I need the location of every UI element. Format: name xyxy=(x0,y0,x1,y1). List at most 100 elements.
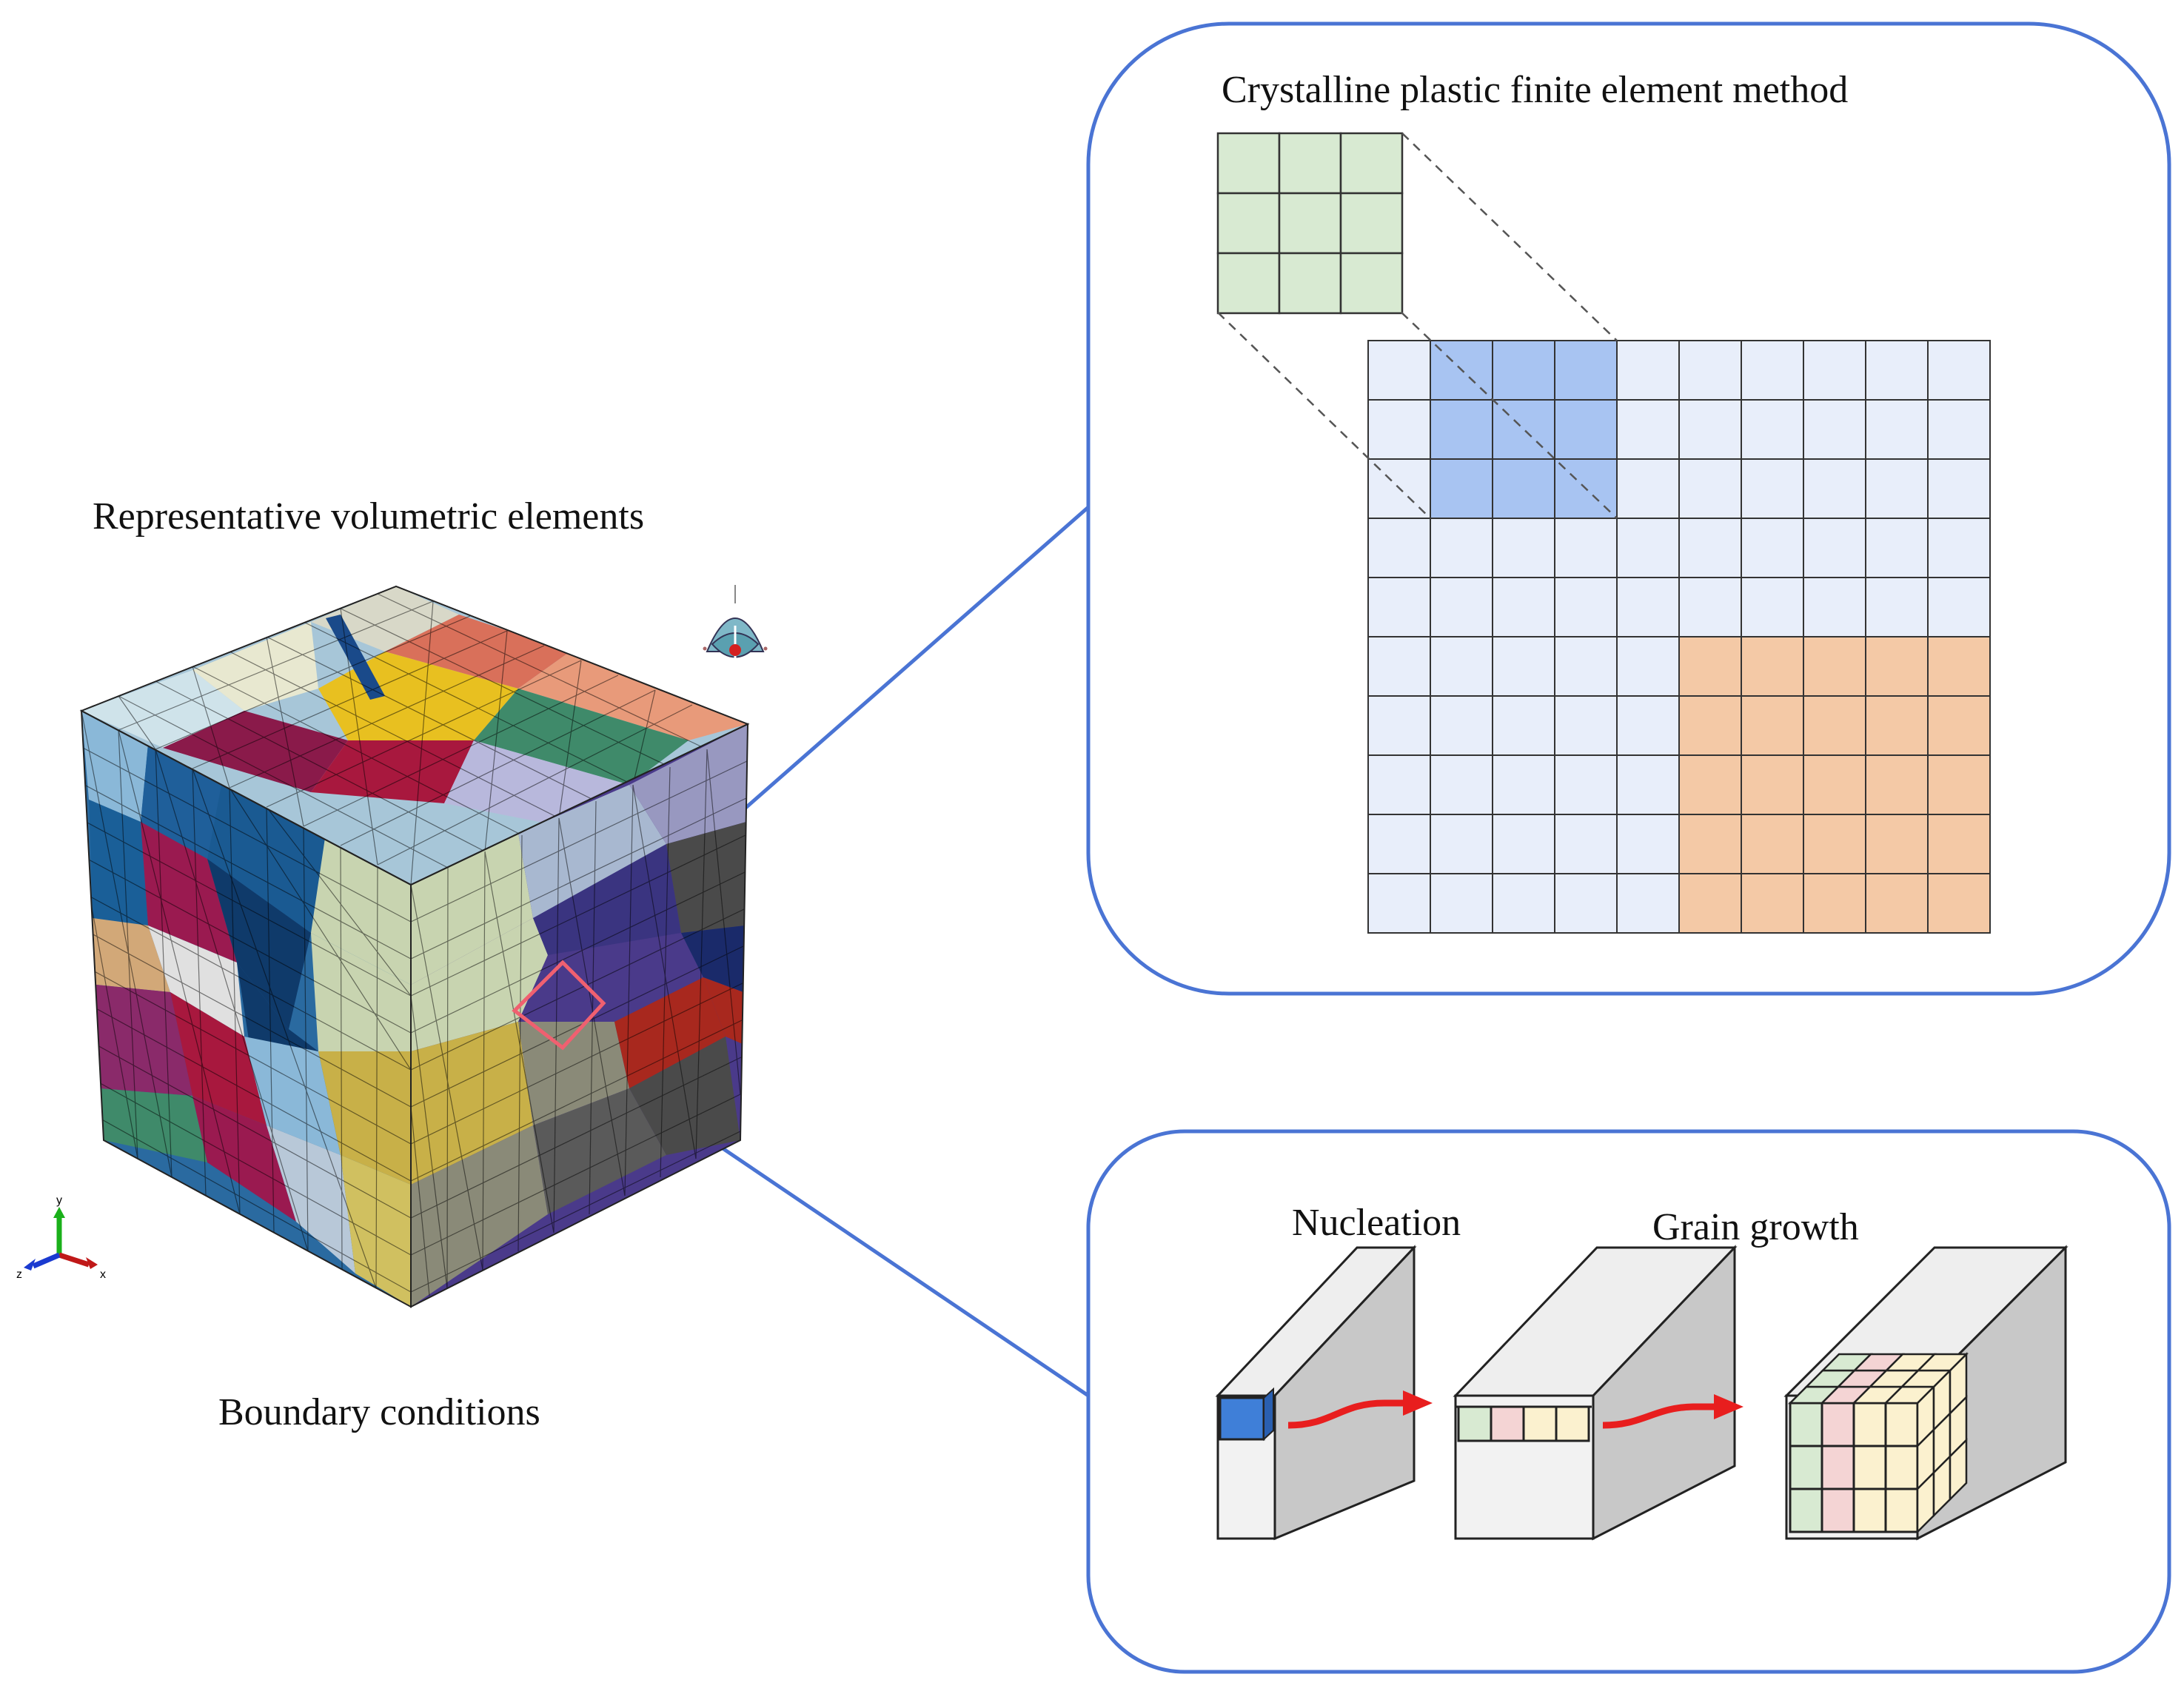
grid-cell xyxy=(1616,518,1680,578)
projection-line xyxy=(1401,133,1618,341)
zoom-cell xyxy=(1278,192,1342,255)
selection-box[interactable] xyxy=(512,960,606,1051)
grid-cell xyxy=(1927,399,1991,460)
grid-cell xyxy=(1554,518,1618,578)
grid-cell xyxy=(1803,754,1866,815)
axis-y-label: y xyxy=(56,1194,62,1207)
grid-cell xyxy=(1367,636,1431,697)
grid-cell xyxy=(1678,458,1742,519)
grid-cell xyxy=(1741,518,1804,578)
zoom-cell xyxy=(1216,192,1281,255)
nucleation-label: Nucleation xyxy=(1292,1202,1461,1244)
grid-cell xyxy=(1741,873,1804,934)
zoom-cell xyxy=(1339,252,1404,315)
grid-cell xyxy=(1741,340,1804,401)
zoom-cell xyxy=(1278,132,1342,195)
grid-cell xyxy=(1678,399,1742,460)
grid-cell xyxy=(1927,636,1991,697)
grid-cell xyxy=(1865,873,1929,934)
grid-cell xyxy=(1616,873,1680,934)
grid-cell xyxy=(1927,518,1991,578)
grid-cell xyxy=(1616,577,1680,637)
grain-cell xyxy=(1852,1487,1887,1533)
grain-top-cell xyxy=(1915,1353,1969,1372)
grain-cell xyxy=(1852,1402,1887,1447)
grid-cell xyxy=(1927,814,1991,874)
grain-cell xyxy=(1820,1402,1855,1447)
grid-cell xyxy=(1678,636,1742,697)
grid-cell xyxy=(1741,695,1804,756)
grain-cell xyxy=(1820,1487,1855,1533)
grid-cell xyxy=(1678,873,1742,934)
grid-cell xyxy=(1803,458,1866,519)
grid-cell xyxy=(1803,814,1866,874)
grid-cell xyxy=(1678,695,1742,756)
grid-cell xyxy=(1865,518,1929,578)
grid-cell xyxy=(1492,518,1555,578)
cpfem-title: Crystalline plastic finite element metho… xyxy=(1222,69,1849,111)
cube-right-face xyxy=(411,724,748,1307)
grain-cell xyxy=(1852,1445,1887,1490)
grid-cell xyxy=(1492,814,1555,874)
projection-line xyxy=(1401,312,1618,519)
grid-cell xyxy=(1803,518,1866,578)
grain-cell xyxy=(1820,1445,1855,1490)
axis-z-label: z xyxy=(16,1268,22,1281)
grid-cell xyxy=(1865,754,1929,815)
nucleation-bar xyxy=(1215,1245,1417,1541)
grid-cell xyxy=(1678,518,1742,578)
grid-cell xyxy=(1554,577,1618,637)
grid-cell xyxy=(1367,695,1431,756)
grid-cell xyxy=(1430,399,1493,460)
nucleus-cell xyxy=(1219,1396,1265,1441)
arrow-growth-stage xyxy=(1602,1403,1718,1429)
cpfem-grid xyxy=(1216,132,1991,934)
grid-cell xyxy=(1865,458,1929,519)
grain-cell xyxy=(1884,1445,1919,1490)
grid-cell xyxy=(1492,873,1555,934)
grid-cell xyxy=(1367,518,1431,578)
grid-cell xyxy=(1616,636,1680,697)
zoom-cell xyxy=(1339,192,1404,255)
arrowhead-2 xyxy=(1714,1394,1743,1419)
view-orientation-icon xyxy=(703,585,768,666)
rve-cube xyxy=(79,585,750,1308)
grid-cell xyxy=(1492,577,1555,637)
grid-cell xyxy=(1927,458,1991,519)
grid-cell xyxy=(1678,814,1742,874)
arrowhead-1 xyxy=(1403,1390,1433,1416)
grid-cell xyxy=(1741,754,1804,815)
grid-cell xyxy=(1741,814,1804,874)
grid-cell xyxy=(1803,340,1866,401)
grain-cell xyxy=(1789,1487,1823,1533)
grain-cell xyxy=(1789,1445,1823,1490)
grid-cell xyxy=(1741,577,1804,637)
grid-cell xyxy=(1616,399,1680,460)
grid-cell xyxy=(1616,458,1680,519)
grid-cell xyxy=(1927,873,1991,934)
axis-triad-icon: y x z xyxy=(16,1194,106,1281)
cube-left-face xyxy=(81,711,411,1307)
grid-cell xyxy=(1430,754,1493,815)
grid-cell xyxy=(1803,636,1866,697)
grid-cell xyxy=(1430,873,1493,934)
grid-cell xyxy=(1678,340,1742,401)
grid-cell xyxy=(1554,814,1618,874)
grid-cell xyxy=(1678,754,1742,815)
grid-cell xyxy=(1492,695,1555,756)
grid-cell xyxy=(1803,399,1866,460)
projection-line xyxy=(1217,312,1431,519)
zoom-cell xyxy=(1278,252,1342,315)
grain-cell xyxy=(1884,1487,1919,1533)
grid-cell xyxy=(1367,814,1431,874)
grid-cell xyxy=(1865,577,1929,637)
grid-cell xyxy=(1367,577,1431,637)
grid-cell xyxy=(1554,399,1618,460)
zoom-cell xyxy=(1216,132,1281,195)
grid-cell xyxy=(1865,340,1929,401)
grid-cell xyxy=(1554,695,1618,756)
grid-cell xyxy=(1492,458,1555,519)
grid-cell xyxy=(1927,577,1991,637)
grid-cell xyxy=(1430,814,1493,874)
